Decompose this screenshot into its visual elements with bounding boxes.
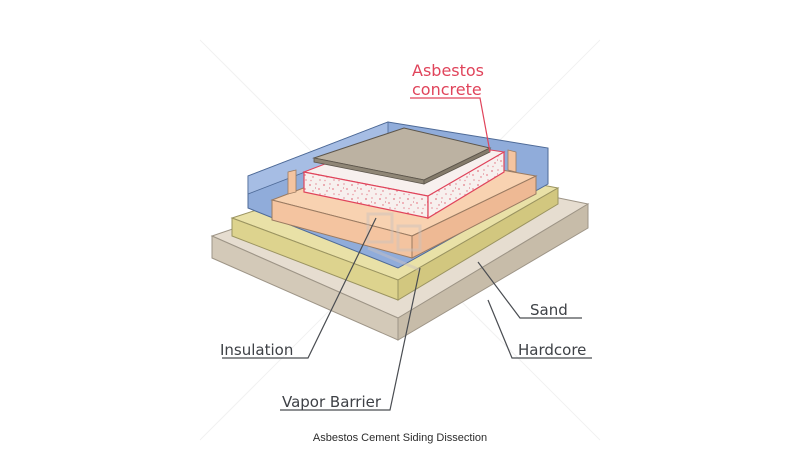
vapor-barrier-leader (280, 267, 421, 411)
hardcore-leader (487, 299, 592, 359)
watermark-logo (366, 212, 422, 272)
hardcore-label: Hardcore (518, 341, 586, 359)
sand-label: Sand (530, 301, 568, 319)
insulation-label: Insulation (220, 341, 293, 359)
sand-leader (477, 261, 582, 319)
asbestos-concrete-leader (410, 97, 491, 153)
asbestos-label-line1: Asbestos (412, 61, 484, 80)
top-slab (312, 127, 492, 185)
diagram-caption: Asbestos Cement Siding Dissection (313, 432, 487, 444)
vapor-barrier-label: Vapor Barrier (282, 393, 382, 411)
asbestos-label-line2: concrete (412, 80, 482, 99)
insulation-leader (222, 217, 377, 359)
